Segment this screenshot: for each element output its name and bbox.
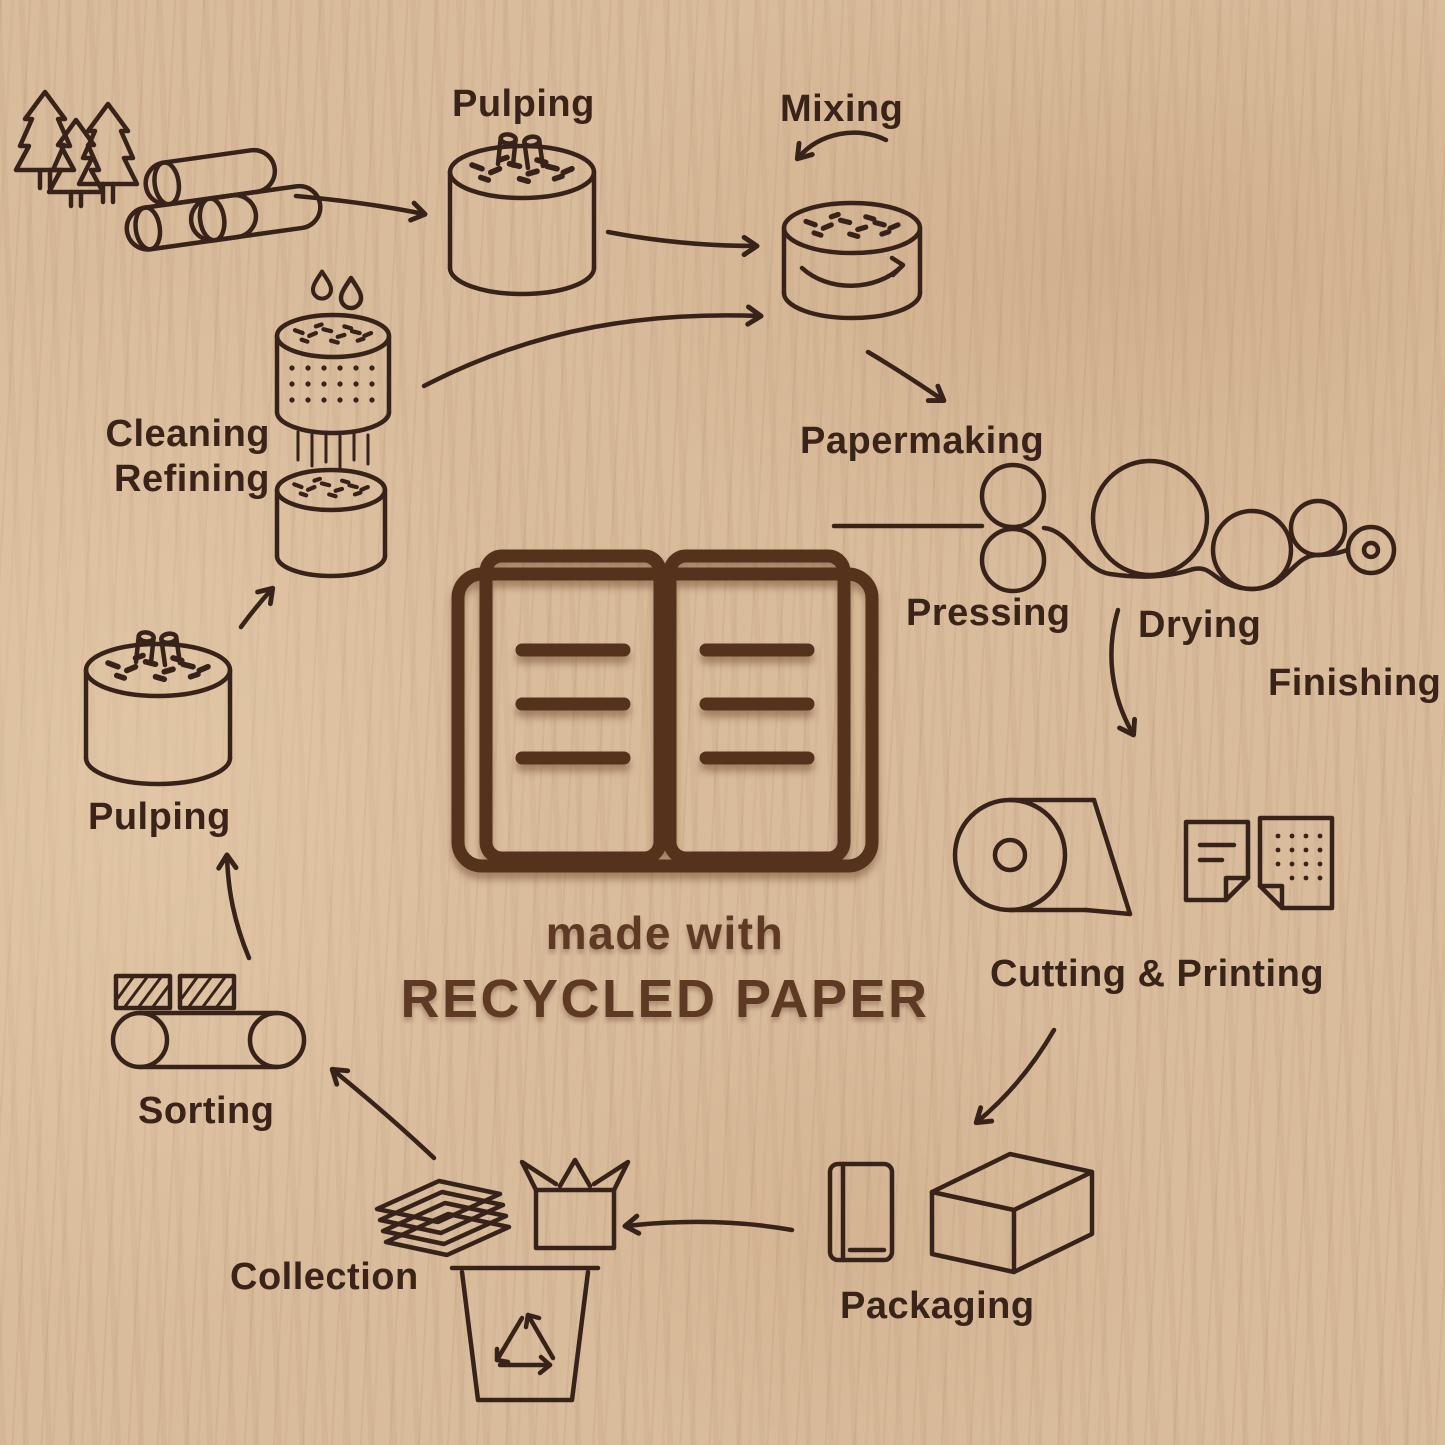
title-made-with: made with [545,907,785,959]
label-drying: Drying [1138,604,1262,646]
label-mixing: Mixing [780,88,904,130]
pulping-vat-icon [447,134,597,297]
label-sorting: Sorting [138,1090,275,1132]
arrow-logs-to-pulping [293,193,428,223]
water-drops-icon [313,272,361,308]
conveyor-sorting-icon [110,973,307,1070]
title-recycled-paper: RECYCLED PAPER [400,969,930,1029]
packaging-box-icon [929,1151,1095,1275]
open-box-icon [519,1157,631,1251]
label-cutting-printing: Cutting & Printing [990,953,1325,995]
trees-icon [13,89,140,209]
packaging-book-icon [827,1161,895,1263]
arrow-packaging-to-collection [622,1213,795,1236]
paper-roll-icon [952,797,1133,917]
arrow-pulping-to-mixing [605,229,760,258]
pulping-left-vat-icon [83,632,233,787]
label-packaging: Packaging [840,1285,1035,1327]
logs-icon [124,147,323,252]
label-refining: Refining [114,458,270,500]
label-pressing: Pressing [906,592,1071,634]
arrow-drying-down [1109,607,1138,738]
label-pulping-top: Pulping [452,83,595,125]
recycle-bin-icon [449,1265,601,1403]
label-cleaning: Cleaning [105,413,270,455]
arrow-sorting-to-pulping [216,852,252,961]
printed-sheets-icon [1183,815,1335,911]
cleaning-vat-icon [274,312,392,470]
mixing-label-arrow [794,130,889,162]
arrow-cutting-to-packaging [973,1027,1057,1126]
label-finishing: Finishing [1268,662,1442,704]
papermaking-machine-icon [831,458,1397,594]
open-book-icon [451,549,879,873]
refining-vat-icon [274,467,388,579]
arrow-cleaning-to-mixing [421,304,764,389]
label-pulping-left: Pulping [88,796,231,838]
arrow-collection-to-sorting [329,1066,437,1161]
mixing-vat-icon [781,200,923,321]
arrow-mixing-to-papermaking [865,349,947,404]
label-papermaking: Papermaking [800,420,1045,462]
label-collection: Collection [230,1256,419,1298]
arrow-pulping-to-cleaning [238,585,276,630]
paper-stack-icon [377,1181,509,1255]
